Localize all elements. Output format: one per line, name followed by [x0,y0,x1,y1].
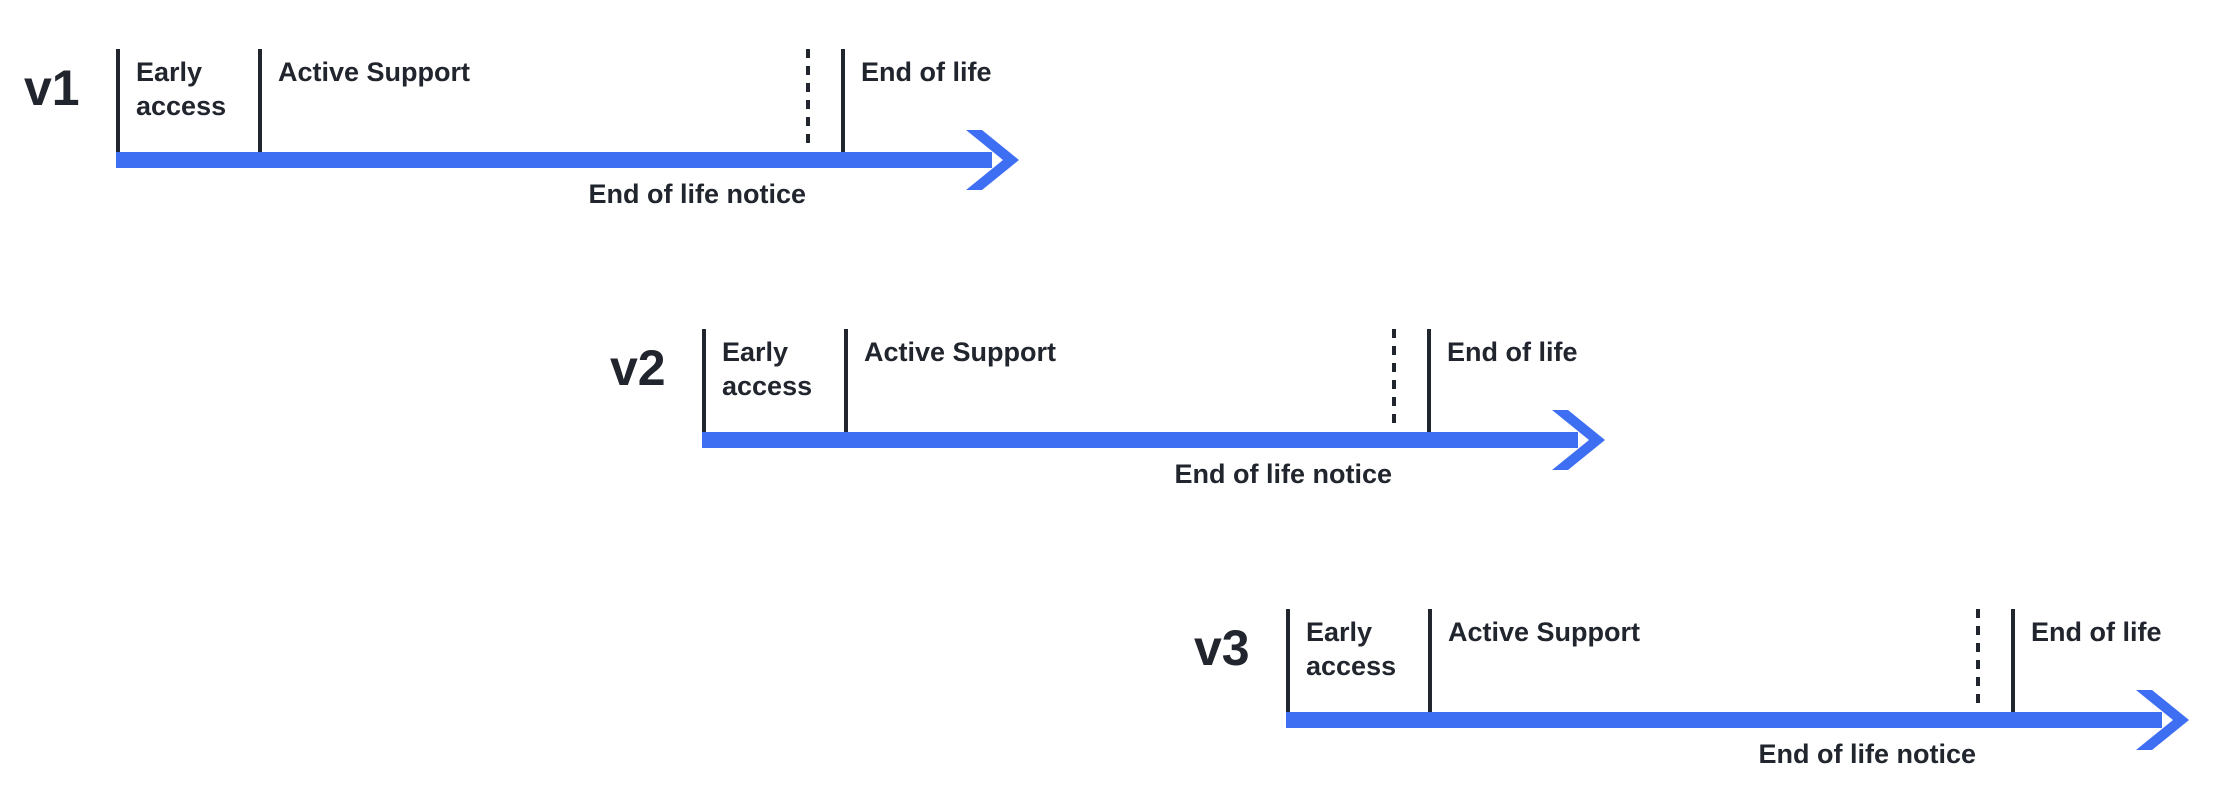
early-access-label: Early access [722,337,813,401]
end-of-life-notice-label: End of life notice [588,179,806,209]
end-of-life-label: End of life [2031,617,2162,647]
end-of-life-label: End of life [861,57,992,87]
tick-active-support-start [1428,609,1432,712]
tick-eol-notice-dashed [1392,329,1396,429]
tick-early-access-start [702,329,706,432]
tick-eol-notice-dashed [1976,609,1980,709]
timeline-v3: v3 Early access Active Support End of li… [1186,609,2201,784]
timeline-v2: v2 Early access Active Support End of li… [602,329,1617,504]
tick-active-support-start [258,49,262,152]
active-support-label: Active Support [1448,617,1641,647]
active-support-label: Active Support [864,337,1057,367]
version-label-v2: v2 [610,340,666,396]
timeline-arrow-icon [702,410,1605,470]
tick-end-of-life [841,49,845,153]
timeline-arrow-icon [116,130,1019,190]
arrow-head [2136,690,2189,750]
tick-end-of-life [2011,609,2015,713]
early-access-label: Early access [136,57,227,121]
active-support-label: Active Support [278,57,471,87]
arrow-head [966,130,1019,190]
timeline-arrow-icon [1286,690,2189,750]
tick-end-of-life [1427,329,1431,433]
tick-active-support-start [844,329,848,432]
version-label-v3: v3 [1194,620,1250,676]
tick-early-access-start [116,49,120,152]
timeline-v1: v1 Early access Active Support End of li… [16,49,1031,224]
end-of-life-notice-label: End of life notice [1758,739,1976,769]
tick-early-access-start [1286,609,1290,712]
tick-eol-notice-dashed [806,49,810,149]
version-label-v1: v1 [24,60,80,116]
early-access-label: Early access [1306,617,1397,681]
end-of-life-label: End of life [1447,337,1578,367]
arrow-head [1552,410,1605,470]
end-of-life-notice-label: End of life notice [1174,459,1392,489]
